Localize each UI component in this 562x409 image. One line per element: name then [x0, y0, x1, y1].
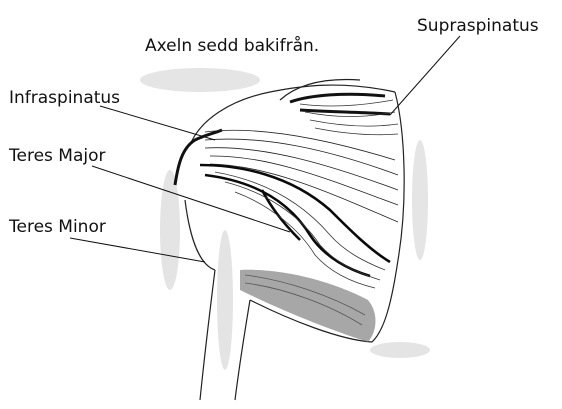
leader-supraspinatus [390, 36, 460, 115]
leader-teres-major [92, 166, 290, 232]
label-infraspinatus: Infraspinatus [9, 88, 120, 108]
label-supraspinatus: Supraspinatus [417, 16, 539, 36]
leader-infraspinatus [100, 106, 215, 140]
leader-teres-minor [70, 238, 205, 262]
label-teres-minor: Teres Minor [9, 217, 106, 237]
diagram-caption: Axeln sedd bakifrån. [145, 36, 319, 56]
label-teres-major: Teres Major [9, 146, 106, 166]
supraspinatus-fibers [300, 100, 398, 135]
teres-minor-muscle [240, 270, 376, 342]
leader-lines [70, 36, 460, 262]
